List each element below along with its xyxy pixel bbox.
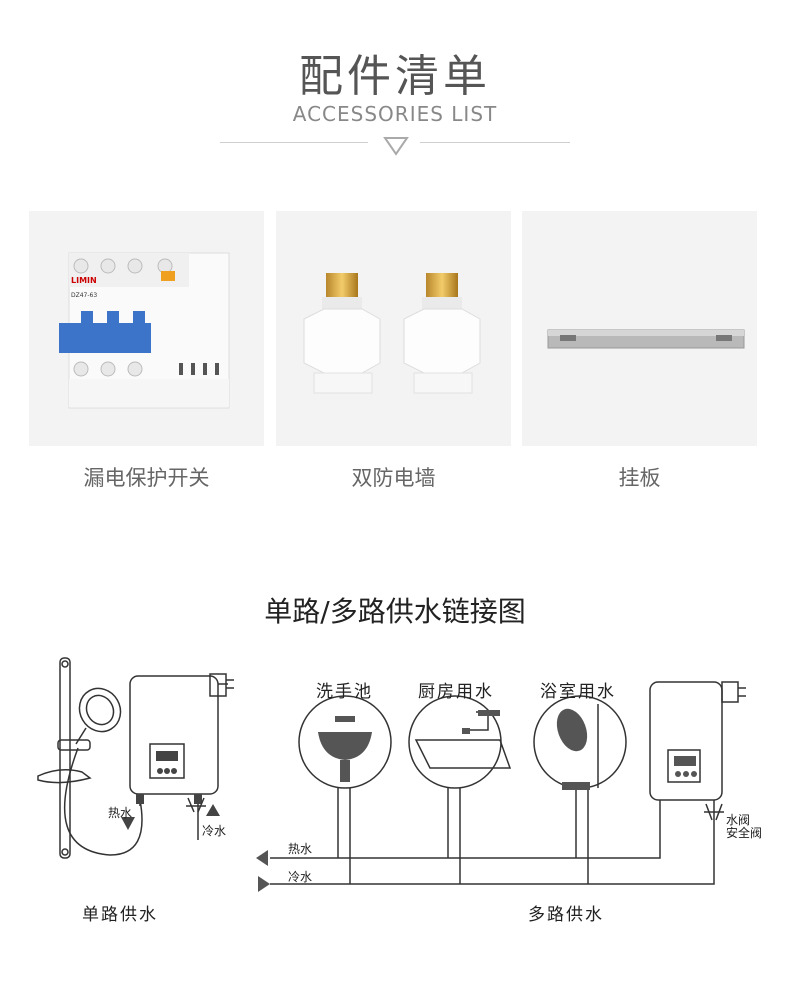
- safety-valve-label: 安全阀: [726, 826, 763, 840]
- multi-supply-label: 多路供水: [528, 905, 604, 925]
- accessory-card-breaker: LIMIN DZ47-63: [29, 211, 264, 446]
- hot-water-label: 热水: [108, 806, 133, 820]
- anti-shock-wall-icon: [303, 273, 481, 394]
- sink-icon: [298, 695, 392, 789]
- water-heater-icon: [649, 681, 723, 801]
- svg-text:LIMIN: LIMIN: [71, 276, 97, 285]
- page-title: 配件清单: [299, 51, 491, 102]
- valve-label: 水阀: [726, 813, 751, 827]
- hot-water-label: 热水: [288, 842, 313, 856]
- accessory-card-plate: [522, 211, 757, 446]
- valve-icon: [186, 797, 206, 813]
- leakage-breaker-icon: LIMIN DZ47-63: [59, 252, 230, 409]
- soap-dish-icon: [37, 769, 92, 784]
- shower-rail-icon: [59, 657, 71, 859]
- outlet-label: 浴室用水: [540, 682, 616, 702]
- hot-water-arrow-icon: [121, 817, 135, 830]
- triangle-down-icon: [383, 137, 409, 156]
- accessory-label: 双防电墙: [351, 466, 436, 490]
- safety-valve-icon: [704, 803, 724, 821]
- mounting-plate-icon: [547, 329, 745, 349]
- svg-text:DZ47-63: DZ47-63: [71, 292, 97, 299]
- accessory-label: 漏电保护开关: [83, 466, 210, 490]
- outlet-label: 厨房用水: [418, 682, 494, 702]
- divider-right: [420, 142, 570, 143]
- accessory-label: 挂板: [618, 466, 661, 490]
- outlet-label: 洗手池: [316, 682, 373, 702]
- hot-out-arrow-icon: [256, 850, 268, 866]
- diagram-title: 单路/多路供水链接图: [264, 595, 526, 628]
- water-heater-icon: [129, 675, 219, 795]
- cold-water-label: 冷水: [288, 870, 313, 884]
- single-supply-label: 单路供水: [82, 905, 158, 925]
- divider-left: [220, 142, 368, 143]
- shower-head-icon: [78, 687, 122, 733]
- cold-water-arrow-icon: [206, 804, 220, 816]
- cold-water-label: 冷水: [202, 824, 227, 838]
- cold-in-arrow-icon: [258, 876, 270, 892]
- kitchen-icon: [408, 695, 502, 789]
- page-subtitle: ACCESSORIES LIST: [292, 102, 498, 126]
- supply-diagram: [37, 657, 746, 892]
- accessory-card-anti-shock: [276, 211, 511, 446]
